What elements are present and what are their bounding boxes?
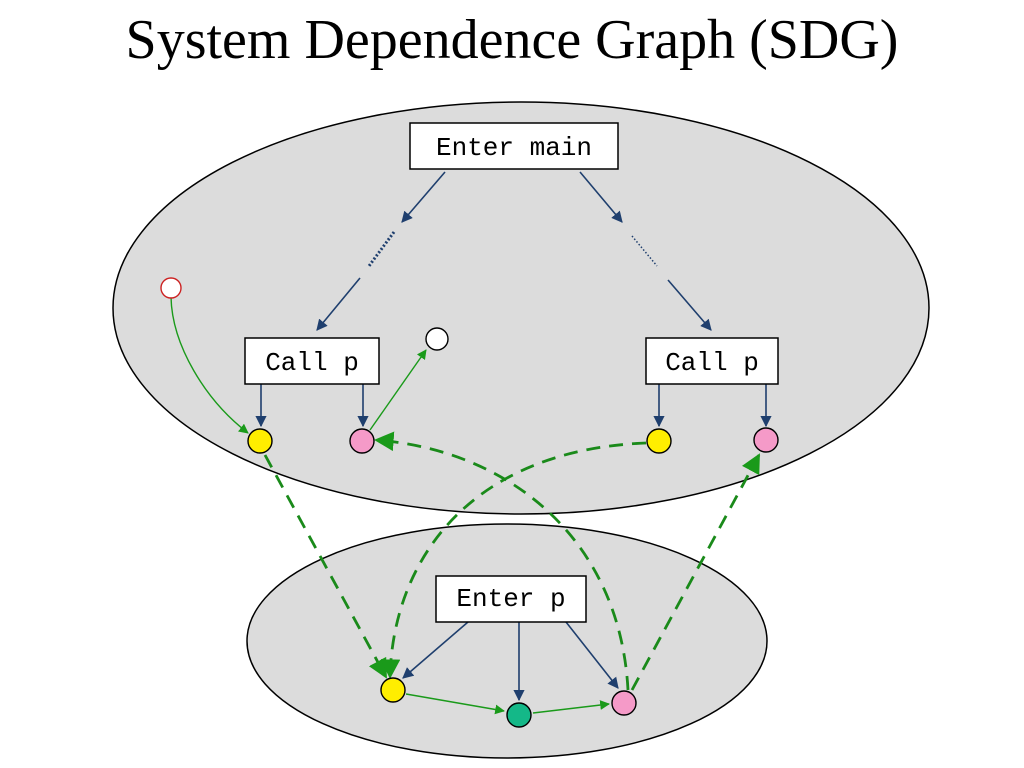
p-procedure-region <box>246 523 768 759</box>
control-edge <box>579 171 623 223</box>
call-p-right-node: Call p <box>645 337 779 385</box>
flow-edge <box>170 296 249 434</box>
control-edge <box>316 277 361 331</box>
flow-edge <box>532 700 610 714</box>
control-edge <box>565 621 619 689</box>
elided-edge <box>631 235 658 267</box>
formal-in-node <box>380 677 406 703</box>
param-out-edge <box>374 431 630 691</box>
flow-edge <box>369 349 427 431</box>
hollow-red-node <box>160 277 182 299</box>
call-p-left-node: Call p <box>244 337 380 385</box>
enter-p-label: Enter p <box>456 584 565 614</box>
formal-out-node <box>611 690 637 716</box>
actual-out-node <box>753 427 779 453</box>
param-in-edge <box>263 454 388 679</box>
call-p-right-label: Call p <box>665 348 759 378</box>
enter-p-node: Enter p <box>435 575 587 623</box>
control-edge <box>667 279 712 331</box>
elided-edge <box>367 231 396 267</box>
main-procedure-region <box>112 101 930 515</box>
enter-main-node: Enter main <box>409 122 619 170</box>
actual-out-node <box>349 428 375 454</box>
control-edge <box>402 621 469 679</box>
param-in-edge <box>380 441 647 679</box>
page-title: System Dependence Graph (SDG) <box>125 9 899 71</box>
internal-node <box>506 702 532 728</box>
flow-edge <box>405 693 505 715</box>
hollow-white-node <box>425 327 449 351</box>
actual-in-node <box>247 428 273 454</box>
actual-in-node <box>646 428 672 454</box>
call-p-left-label: Call p <box>265 348 359 378</box>
control-edge <box>401 171 446 223</box>
enter-main-label: Enter main <box>436 133 592 163</box>
